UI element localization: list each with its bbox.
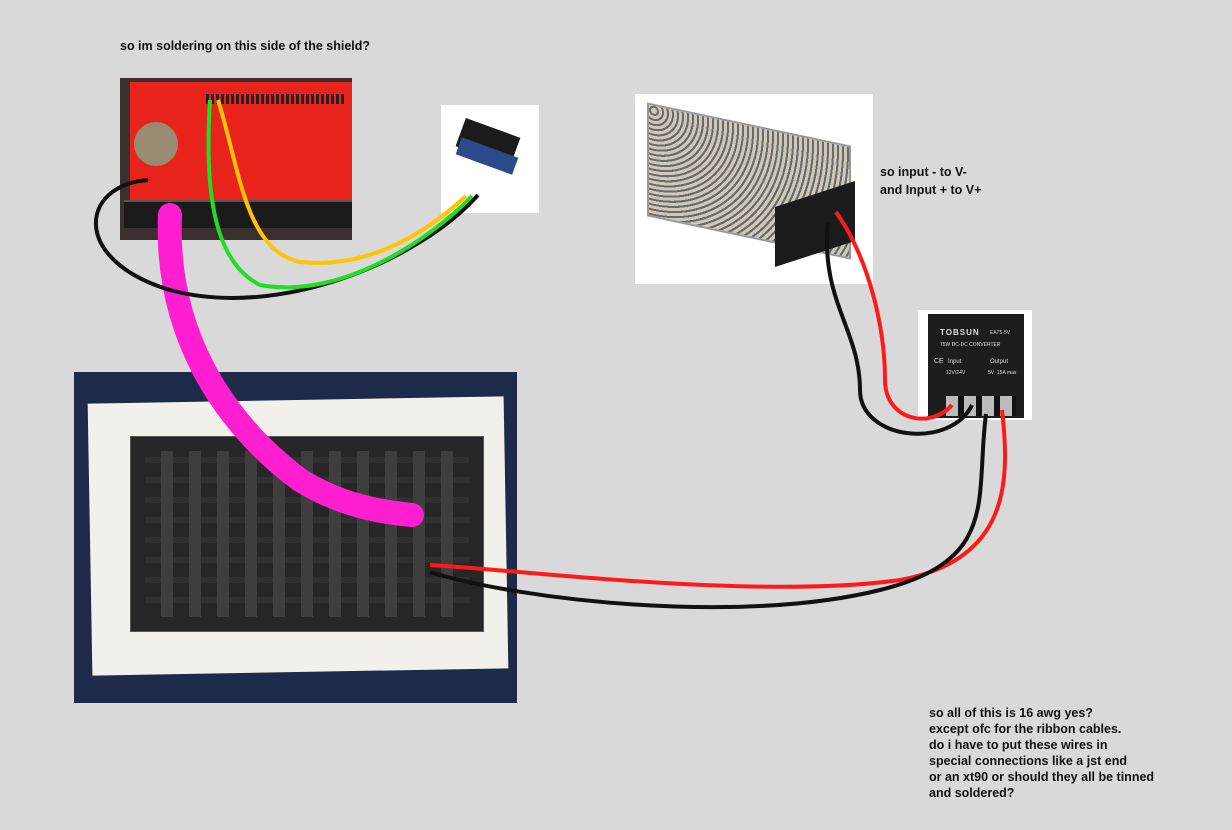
question-note: so all of this is 16 awg yes? except ofc… xyxy=(929,705,1154,801)
question-line: do i have to put these wires in xyxy=(929,738,1108,752)
converter-output-spec: 5V 15A max xyxy=(988,370,1017,376)
battery-holder xyxy=(134,122,178,166)
converter-subtitle: 75W DC-DC CONVERTER xyxy=(940,342,1001,348)
header-pins xyxy=(206,94,346,104)
converter-ce: CE xyxy=(934,358,944,365)
shield-green-wire xyxy=(206,99,474,290)
question-line: special connections like a jst end xyxy=(929,754,1127,768)
converter-photo: TOBSUN EA75-5V 75W DC-DC CONVERTER CE In… xyxy=(918,310,1032,420)
psu-black-wire xyxy=(824,221,974,436)
psu-red-wire xyxy=(834,210,954,421)
panel-black-wire xyxy=(429,413,988,610)
psu-note-line1: so input - to V- xyxy=(880,165,967,179)
converter-brand: TOBSUN xyxy=(940,328,980,337)
shield-yellow-wire xyxy=(216,99,468,265)
title-note: so im soldering on this side of the shie… xyxy=(120,39,371,53)
shield-photo xyxy=(120,78,352,240)
converter-terminals xyxy=(946,396,1016,416)
led-panel-photo xyxy=(74,372,517,703)
converter-input-spec: 12V/24V xyxy=(946,370,966,376)
ribbon-cable xyxy=(157,203,424,527)
panel-red-wire xyxy=(429,409,1007,589)
question-line: and soldered? xyxy=(929,786,1015,800)
sensor-photo xyxy=(441,105,539,213)
converter-input-label: Input xyxy=(948,359,962,365)
converter-output-label: Output xyxy=(990,359,1009,365)
question-line: so all of this is 16 awg yes? xyxy=(929,706,1093,720)
psu-photo xyxy=(635,94,873,284)
converter-body: TOBSUN EA75-5V 75W DC-DC CONVERTER CE In… xyxy=(928,314,1024,418)
converter-model: EA75-5V xyxy=(990,330,1011,336)
question-line: or an xt90 or should they all be tinned xyxy=(929,770,1155,784)
question-line: except ofc for the ribbon cables. xyxy=(929,722,1122,736)
psu-note-line2: and Input + to V+ xyxy=(880,183,982,197)
